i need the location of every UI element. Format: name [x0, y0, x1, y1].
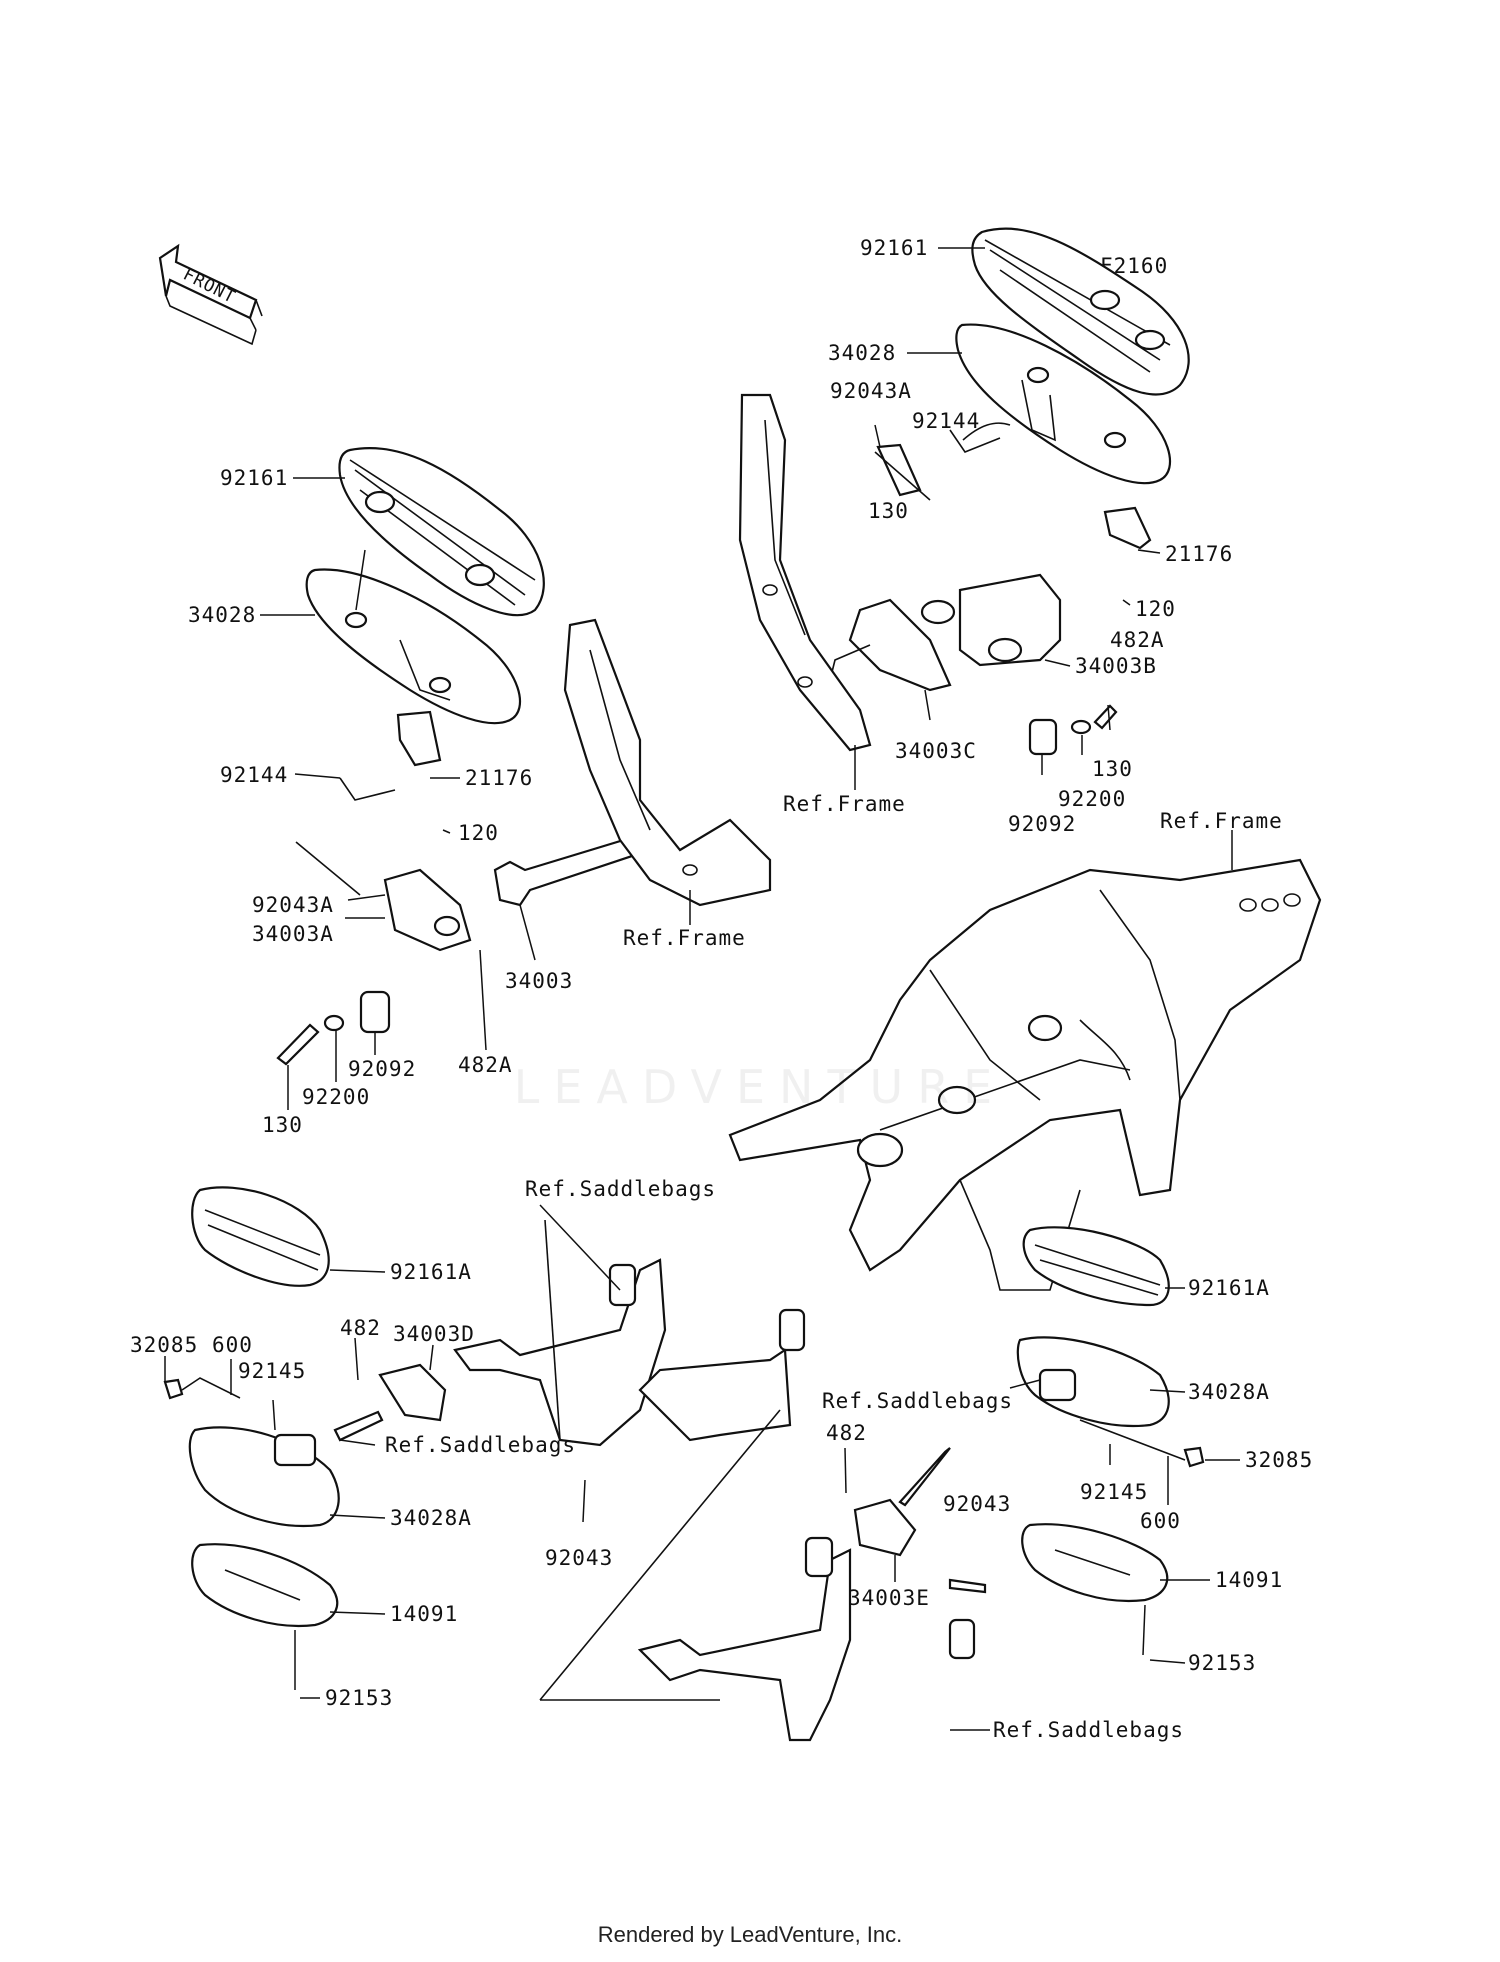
bl-saddlebag-bracket — [453, 1258, 667, 1447]
left-bolt-130 — [276, 1023, 320, 1066]
top-frame-section — [738, 393, 872, 752]
watermark: LEADVENTURE — [513, 1060, 1007, 1114]
br-bracket-34003E — [853, 1498, 917, 1557]
callout-top-34003C: 34003C — [895, 739, 977, 763]
callout-left-130: 130 — [262, 1113, 303, 1137]
br-floorboard-cover — [1022, 1226, 1170, 1307]
callout-left-482A: 482A — [458, 1053, 513, 1077]
callout-left-34003A: 34003A — [252, 922, 334, 946]
front-label: FRONT — [180, 265, 239, 308]
left-bracket-34003A — [383, 868, 472, 952]
callout-br-92161A: 92161A — [1188, 1276, 1270, 1300]
callout-br-34003E: 34003E — [848, 1586, 930, 1610]
top-bushing-92092 — [1028, 718, 1058, 756]
bottom-right-assembly — [539, 1226, 1205, 1742]
callout-left-21176: 21176 — [465, 766, 533, 790]
callout-br-ref-saddlebags: Ref.Saddlebags — [822, 1389, 1013, 1413]
br-saddlebag-bracket — [637, 1548, 852, 1742]
callout-bl-600: 600 — [212, 1333, 253, 1357]
left-bushing-92092 — [359, 990, 391, 1034]
callout-top-34028: 34028 — [828, 341, 896, 365]
callout-top-92161: 92161 — [860, 236, 928, 260]
callout-left-120: 120 — [458, 821, 499, 845]
callout-br-92153: 92153 — [1188, 1651, 1256, 1675]
br-pin-92043 — [948, 1578, 987, 1594]
callout-top-34003B: 34003B — [1075, 654, 1157, 678]
callout-left-34003: 34003 — [505, 969, 573, 993]
br-bolt — [898, 1447, 951, 1507]
top-spring — [949, 429, 1001, 453]
callout-top-21176: 21176 — [1165, 542, 1233, 566]
top-bolt-130b — [1093, 704, 1118, 730]
callout-mid-ref-frame: Ref.Frame — [623, 926, 746, 950]
top-bracket-34003B — [958, 573, 1062, 667]
bl-bracket-34003D — [378, 1363, 447, 1422]
callout-br-92145: 92145 — [1080, 1480, 1148, 1504]
callout-br-32085: 32085 — [1245, 1448, 1313, 1472]
callout-br-482: 482 — [826, 1421, 867, 1445]
callout-bl-14091: 14091 — [390, 1602, 458, 1626]
bl-floorboard-plate — [188, 1426, 340, 1527]
callout-top-482A: 482A — [1110, 628, 1165, 652]
br-floorboard-plate — [1016, 1336, 1170, 1428]
callout-top-130: 130 — [868, 499, 909, 523]
callout-bl-92145: 92145 — [238, 1359, 306, 1383]
callout-bl-34003D: 34003D — [393, 1322, 475, 1346]
br-clip-32085 — [1183, 1446, 1205, 1468]
bottom-left-assembly — [163, 1186, 806, 1627]
top-floorboard-cover — [971, 227, 1190, 396]
left-leader-lines — [260, 477, 691, 1110]
main-frame — [728, 858, 1322, 1291]
top-floorboard-assembly — [738, 227, 1190, 756]
callout-br-ref-saddlebags-2: Ref.Saddlebags — [993, 1718, 1184, 1742]
br-leader-lines — [844, 1287, 1240, 1731]
top-washer-92200 — [1070, 719, 1092, 735]
left-floorboard-plate — [305, 568, 522, 725]
callout-left-92200: 92200 — [302, 1085, 370, 1109]
callout-br-600: 600 — [1140, 1509, 1181, 1533]
left-spring — [339, 777, 396, 801]
callout-bl-92043: 92043 — [545, 1546, 613, 1570]
callout-left-92092: 92092 — [348, 1057, 416, 1081]
callout-right-ref-frame: Ref.Frame — [1160, 809, 1283, 833]
callout-left-92144: 92144 — [220, 763, 288, 787]
callout-br-92043: 92043 — [943, 1492, 1011, 1516]
bl-leader-lines — [164, 1204, 621, 1699]
bl-floorboard-cover — [191, 1186, 330, 1287]
callout-bl-ref-saddlebags: Ref.Saddlebags — [525, 1177, 716, 1201]
callout-top-92200: 92200 — [1058, 787, 1126, 811]
callout-bl-ref-saddlebags-2: Ref.Saddlebags — [385, 1433, 576, 1457]
mid-frame-section — [563, 618, 772, 907]
callout-bl-482: 482 — [340, 1316, 381, 1340]
left-floorboard-assembly — [276, 446, 772, 1066]
callout-bl-34028A: 34028A — [390, 1506, 472, 1530]
left-bracket-21176 — [396, 710, 442, 767]
top-leader-lines — [854, 247, 1233, 870]
callout-top-92144: 92144 — [912, 409, 980, 433]
callout-top-92043A: 92043A — [830, 379, 912, 403]
callout-labels: 92161 34028 92043A 92144 130 21176 120 4… — [130, 236, 1313, 1742]
callout-top-ref-frame: Ref.Frame — [783, 792, 906, 816]
callout-top-92092: 92092 — [1008, 812, 1076, 836]
top-bracket-21176 — [1103, 506, 1152, 550]
callout-top-130b: 130 — [1092, 757, 1133, 781]
footer-credit: Rendered by LeadVenture, Inc. — [597, 1922, 903, 1947]
callout-br-14091: 14091 — [1215, 1568, 1283, 1592]
callout-left-92161: 92161 — [220, 466, 288, 490]
bl-clip-32085 — [163, 1378, 184, 1400]
top-bracket-34003C — [848, 598, 952, 692]
front-arrow-icon: FRONT — [158, 243, 263, 346]
left-washer-92200 — [323, 1014, 345, 1032]
bl-bolt — [333, 1410, 384, 1442]
callout-bl-92153: 92153 — [325, 1686, 393, 1710]
callout-left-34028: 34028 — [188, 603, 256, 627]
callout-top-120: 120 — [1135, 597, 1176, 621]
callout-bl-92161A: 92161A — [390, 1260, 472, 1284]
callout-br-34028A: 34028A — [1188, 1380, 1270, 1404]
callout-bl-32085: 32085 — [130, 1333, 198, 1357]
callout-left-92043A: 92043A — [252, 893, 334, 917]
